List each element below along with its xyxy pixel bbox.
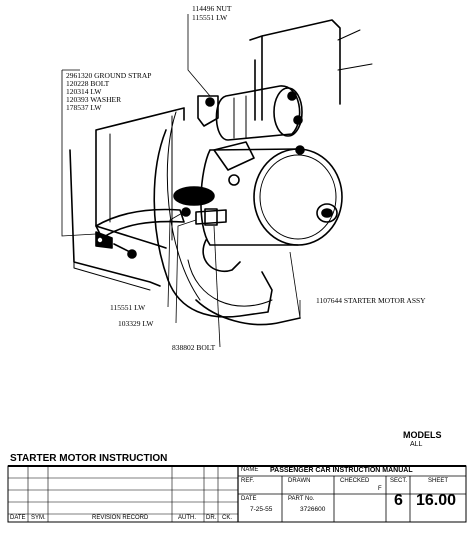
date-label: DATE <box>241 496 257 502</box>
checked-label: CHECKED <box>340 478 370 484</box>
frame-rail <box>249 19 341 121</box>
name-label: NAME <box>241 467 259 473</box>
callout-bolt1: 120228 BOLT <box>66 79 110 88</box>
mounting-flange <box>213 141 255 171</box>
leader-starter <box>289 251 301 319</box>
callout-lw3: 115551 LW <box>110 303 146 312</box>
checked-value: F <box>378 486 382 492</box>
callout-lw2: 178537 LW <box>66 103 102 112</box>
bolt <box>195 209 227 225</box>
callout-washer: 120393 WASHER <box>66 95 122 104</box>
sheet-value: 16.00 <box>416 492 457 509</box>
sect-value: 6 <box>394 492 403 509</box>
col-dr: DR. <box>206 515 217 521</box>
bell-housing <box>153 129 273 318</box>
part-value: 3726600 <box>300 506 326 513</box>
callout-nut: 114496 NUT <box>192 4 232 13</box>
motor-end-cap <box>253 148 343 246</box>
mounting-plate <box>95 107 185 249</box>
motor-body <box>200 148 299 246</box>
leader-bolt2 <box>213 225 221 348</box>
date-value: 7-25-55 <box>250 506 273 513</box>
callout-nut-lw: 115551 LW <box>192 13 228 22</box>
models-value: ALL <box>410 441 423 448</box>
leader-lw3 <box>167 211 185 308</box>
name-value: PASSENGER CAR INSTRUCTION MANUAL <box>270 467 413 474</box>
callout-lw1: 120314 LW <box>66 87 102 96</box>
models-label: MODELS <box>403 430 442 440</box>
col-ck: CK. <box>222 515 233 521</box>
callout-ground-strap: 2961320 GROUND STRAP <box>66 71 152 80</box>
callout-starter: 1107644 STARTER MOTOR ASSY <box>316 296 426 305</box>
col-sym: SYM. <box>31 515 46 521</box>
leader-nut <box>187 14 211 97</box>
col-date: DATE <box>10 515 26 521</box>
sect-label: SECT. <box>390 478 408 484</box>
part-label: PART No. <box>288 496 315 502</box>
drawn-label: DRAWN <box>288 478 311 484</box>
callout-lw4: 103329 LW <box>118 319 154 328</box>
solenoid <box>215 85 301 141</box>
leader-lw4 <box>175 219 197 324</box>
sheet-label: SHEET <box>428 478 449 484</box>
col-revision: REVISION RECORD <box>92 515 149 521</box>
col-auth: AUTH. <box>178 515 196 521</box>
page-title: STARTER MOTOR INSTRUCTION <box>10 453 168 464</box>
callout-bolt2: 838802 BOLT <box>172 343 216 352</box>
ground-strap <box>95 208 185 239</box>
leader-ground <box>61 70 97 237</box>
ref-label: REF. <box>241 478 255 484</box>
